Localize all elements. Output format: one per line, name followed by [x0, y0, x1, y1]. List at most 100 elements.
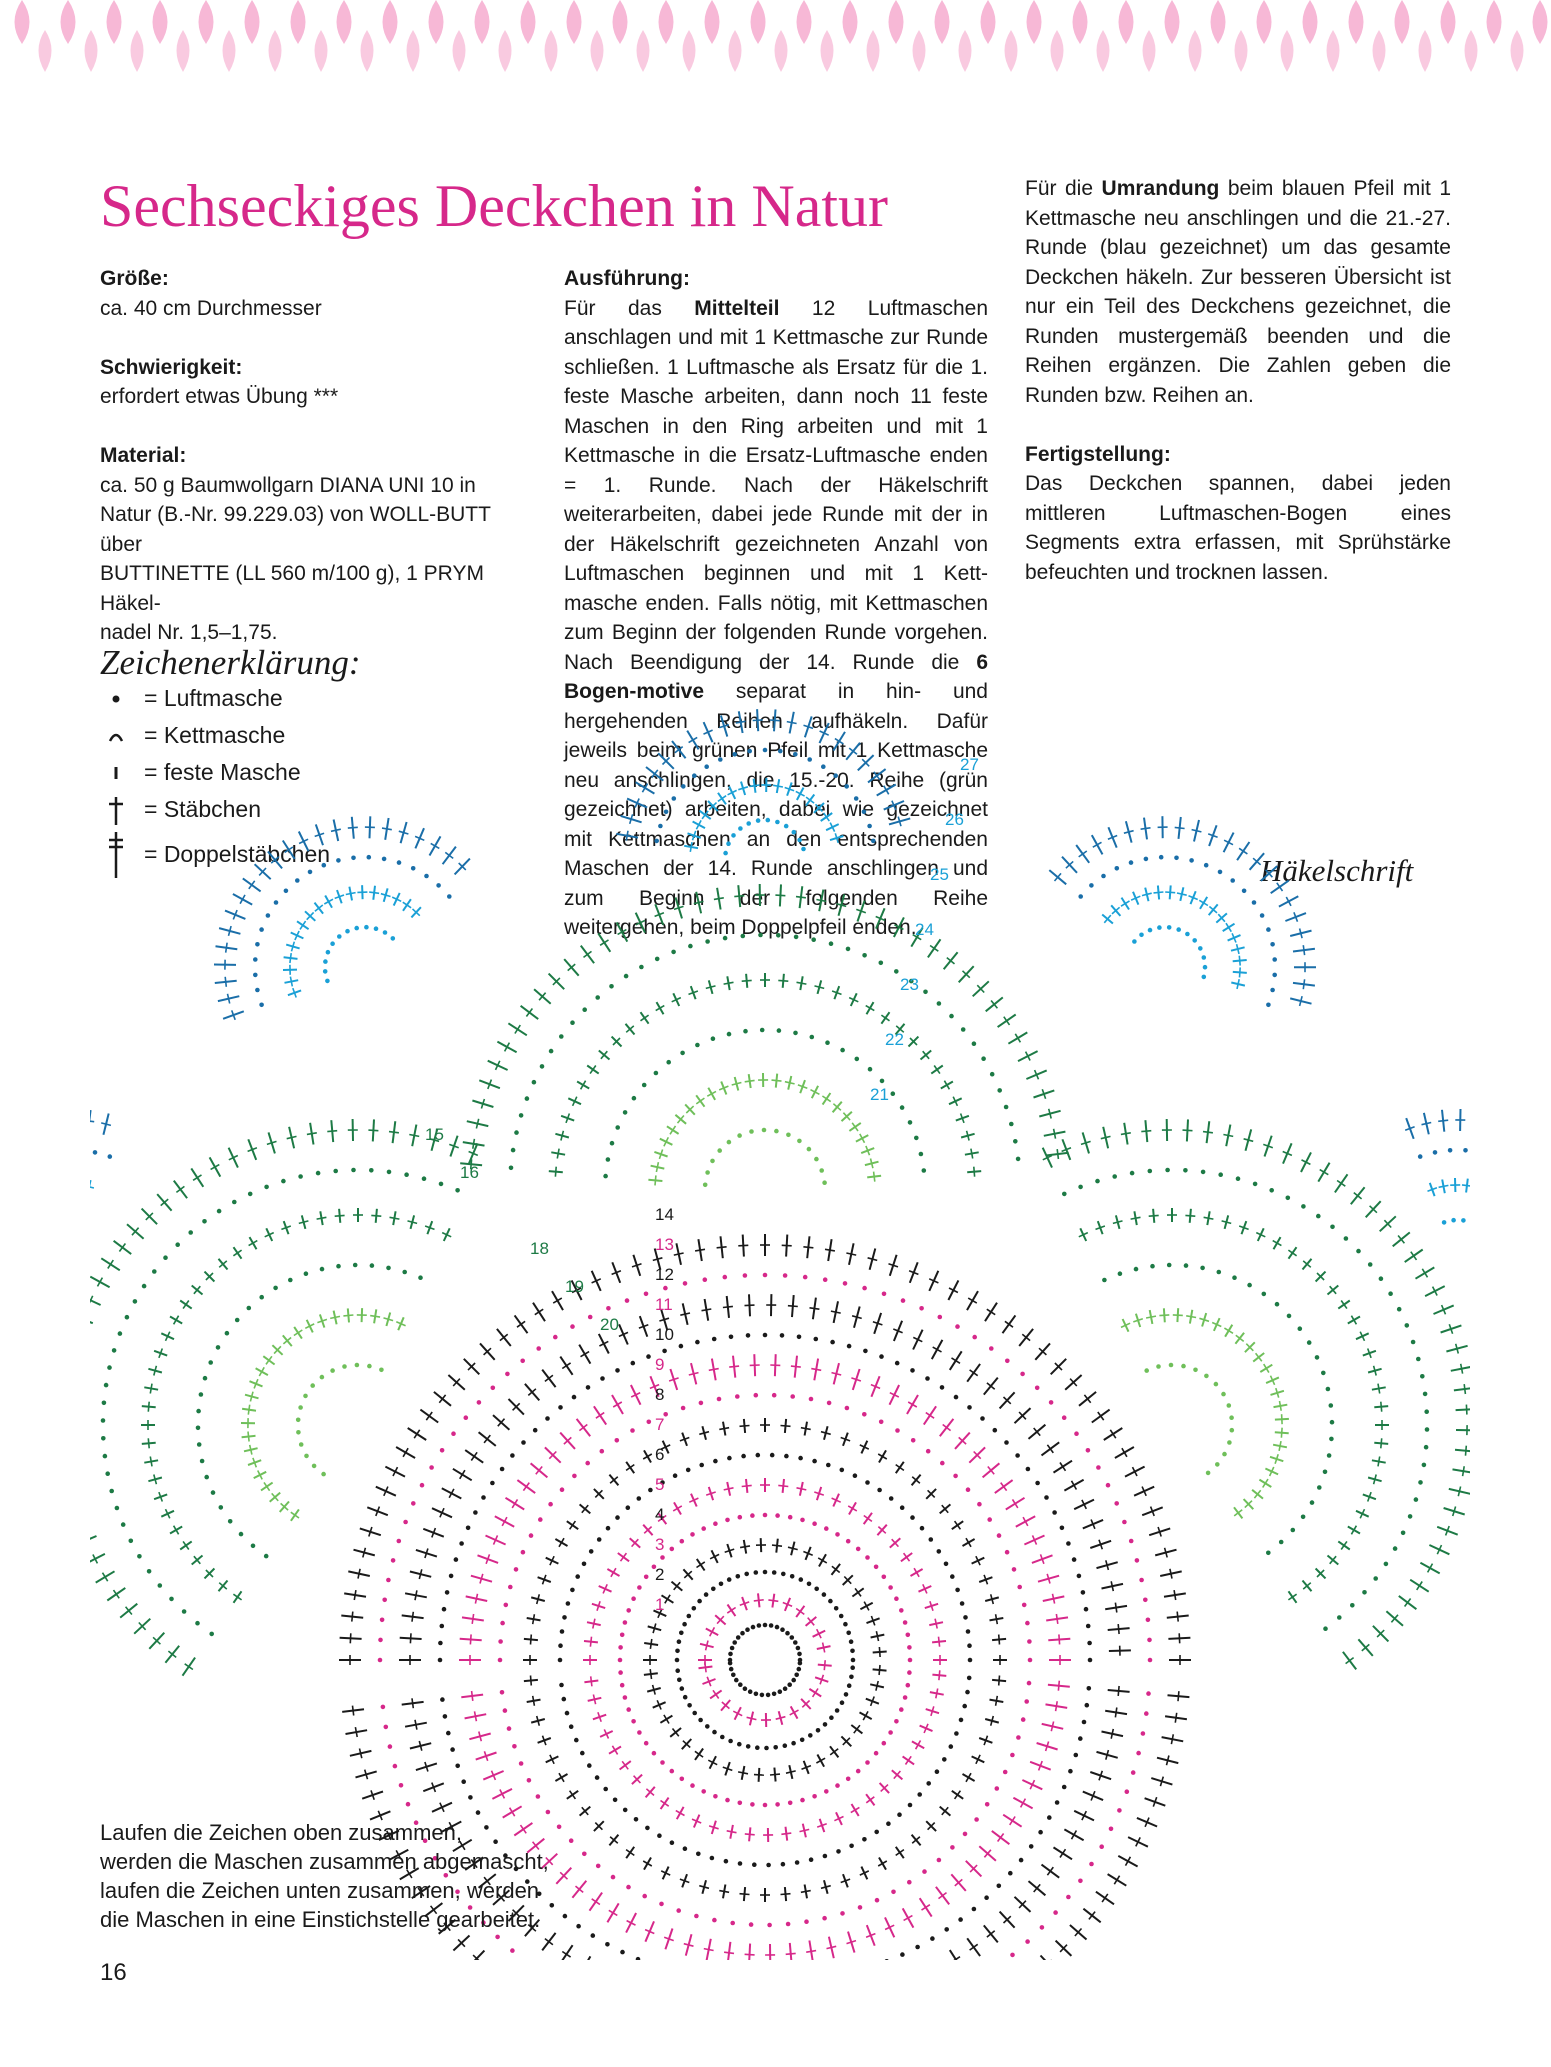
- stitch-crossbar: [1152, 1796, 1158, 1807]
- stitch-crossbar: [654, 912, 665, 918]
- drop-shape: [842, 0, 858, 44]
- chain-stitch-mark: [439, 1448, 445, 1453]
- stitch-crossbar: [1120, 900, 1130, 907]
- chain-stitch-mark: [822, 1853, 828, 1859]
- finishing-label: Fertigstellung:: [1025, 442, 1171, 466]
- stitch-crossbar: [676, 1114, 685, 1124]
- chain-stitch-mark: [967, 1405, 972, 1410]
- stitch-crossbar: [739, 1424, 750, 1428]
- chain-stitch-mark: [877, 1487, 882, 1493]
- difficulty-label: Schwierigkeit:: [100, 355, 243, 379]
- stitch-crossbar: [289, 976, 294, 987]
- chain-stitch-mark: [731, 833, 736, 838]
- stitch-crossbar: [660, 1870, 671, 1876]
- drop-shape: [152, 0, 168, 44]
- stitch-crossbar: [1316, 1272, 1325, 1281]
- stitch-crossbar: [414, 1719, 418, 1730]
- chain-stitch-mark: [216, 1208, 222, 1214]
- stitch-crossbar: [1353, 1191, 1363, 1200]
- stitch-crossbar: [304, 1323, 315, 1330]
- chain-stitch-mark: [950, 1845, 955, 1850]
- chain-stitch-mark: [505, 1371, 510, 1377]
- chain-stitch-mark: [725, 1517, 730, 1523]
- stitch-crossbar: [1274, 1453, 1279, 1464]
- stitch-crossbar: [719, 723, 730, 729]
- chain-stitch-mark: [780, 1627, 785, 1632]
- stitch-crossbar: [705, 1491, 716, 1496]
- chain-stitch-mark: [1378, 1276, 1384, 1281]
- chain-stitch-mark: [768, 1623, 774, 1628]
- stitch-crossbar: [1377, 1456, 1381, 1467]
- stitch-crossbar: [1221, 1220, 1232, 1225]
- chain-stitch-mark: [663, 1285, 668, 1291]
- round-number-label: 27: [960, 755, 979, 774]
- stitch-crossbar: [1366, 1491, 1372, 1502]
- chain-stitch-mark: [413, 1820, 419, 1825]
- stitch-crossbar: [252, 1457, 258, 1468]
- chain-stitch-mark: [402, 1269, 408, 1275]
- chain-stitch-mark: [980, 1416, 985, 1421]
- chain-stitch-mark: [646, 1354, 651, 1359]
- chain-stitch-mark: [953, 1394, 959, 1400]
- drop-shape: [980, 0, 996, 44]
- stitch-crossbar: [1211, 1321, 1222, 1328]
- chain-stitch-mark: [738, 826, 743, 831]
- chain-stitch-mark: [781, 1571, 786, 1577]
- chain-stitch-mark: [800, 1797, 805, 1803]
- chain-stitch-mark: [710, 1158, 715, 1164]
- stitch-crossbar: [903, 1914, 913, 1922]
- chain-stitch-mark: [774, 1624, 780, 1630]
- chain-stitch-mark: [955, 1587, 960, 1593]
- chain-stitch-mark: [319, 1374, 325, 1380]
- chain-stitch-mark: [204, 1474, 209, 1480]
- chain-stitch-mark: [963, 1615, 968, 1620]
- stitch-crossbar: [512, 1909, 521, 1918]
- chain-stitch-mark: [843, 1621, 848, 1627]
- stitch-crossbar: [820, 1430, 831, 1436]
- chain-stitch-mark: [512, 1744, 517, 1749]
- chain-stitch-mark: [1205, 1470, 1211, 1476]
- stitch-crossbar: [781, 1832, 792, 1836]
- chain-stitch-mark: [1183, 1168, 1188, 1173]
- stitch-crossbar: [708, 1367, 719, 1372]
- stitch-crossbar: [709, 1553, 720, 1560]
- stitch-crossbar: [578, 1423, 588, 1432]
- chain-stitch-mark: [745, 1744, 751, 1749]
- stitch-crossbar: [290, 1511, 300, 1519]
- stitch-crossbar: [894, 924, 904, 931]
- chain-stitch-mark: [582, 1007, 587, 1012]
- chain-stitch-mark: [101, 1436, 106, 1441]
- chain-stitch-mark: [463, 1415, 469, 1420]
- chain-stitch-mark: [1076, 1573, 1082, 1579]
- chain-stitch-mark: [1147, 1637, 1152, 1643]
- stitch-crossbar: [1177, 1691, 1180, 1702]
- chain-stitch-mark: [617, 1657, 623, 1663]
- chain-stitch-mark: [1004, 1440, 1009, 1445]
- chain-stitch-mark: [513, 1866, 519, 1872]
- chain-stitch-mark: [766, 1862, 771, 1868]
- chain-stitch-mark: [1261, 1291, 1267, 1297]
- chain-stitch-mark: [660, 1760, 665, 1765]
- chain-stitch-mark: [1078, 1736, 1083, 1741]
- chain-stitch-mark: [888, 1730, 893, 1735]
- stitch-crossbar: [708, 1627, 716, 1637]
- chain-stitch-mark: [682, 1694, 688, 1700]
- stitch-crossbar: [669, 1125, 677, 1135]
- stitch-crossbar: [990, 999, 999, 1009]
- chain-stitch-mark: [801, 846, 806, 852]
- stitch-crossbar: [870, 1383, 881, 1390]
- chain-stitch-mark: [675, 1668, 680, 1673]
- chain-stitch-mark: [699, 1462, 704, 1468]
- round-number-label: 25: [930, 865, 949, 884]
- chain-stitch-mark: [843, 1692, 849, 1697]
- chain-stitch-mark: [539, 1064, 545, 1069]
- stitch-crossbar: [817, 1557, 828, 1564]
- chain-stitch-mark: [609, 984, 614, 989]
- chain-stitch-mark: [525, 1879, 530, 1884]
- chain-stitch-mark: [1143, 1597, 1148, 1603]
- stitch-crossbar: [411, 1698, 415, 1709]
- chain-stitch-mark: [685, 1467, 691, 1473]
- chain-stitch-mark: [989, 1071, 995, 1077]
- stitch-crossbar: [534, 1308, 544, 1316]
- stitch-crossbar: [657, 1608, 663, 1619]
